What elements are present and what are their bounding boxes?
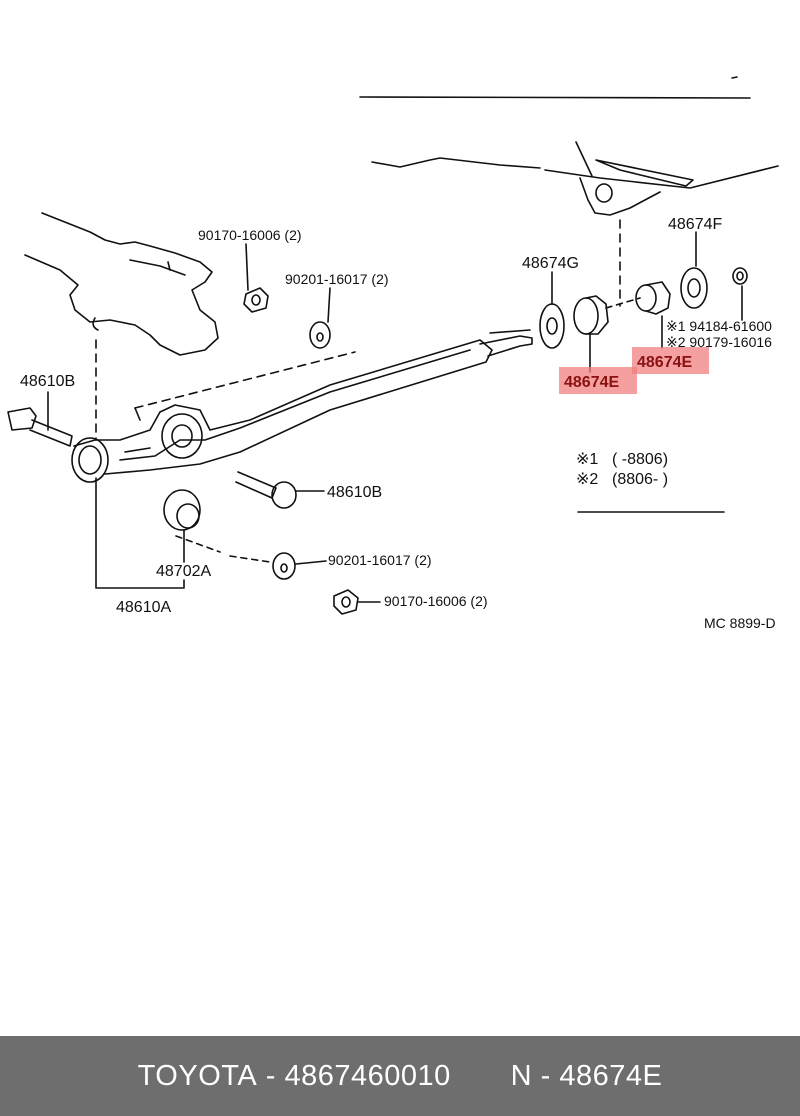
retainer-f [680,267,708,309]
legend2-mark: ※2 [576,471,598,488]
footer-brand: TOYOTA [137,1059,258,1092]
retainer-g [539,303,565,349]
footer-ref: 48674E [559,1059,663,1092]
label-nut-bottom: 90170-16006 (2) [384,593,488,609]
highlight-box-right [632,347,709,374]
legend2-range: (8806- ) [612,471,668,488]
label-note1-part: ※1 94184-61600 [666,318,772,334]
legend1-range: ( -8806) [612,451,668,468]
parts-diagram: 90170-16006 (2) 90201-16017 (2) 48610B 4… [7,76,779,631]
footer-bar: TOYOTA - 4867460010 N - 48674E [0,1036,800,1116]
cushion-e-right [635,281,671,315]
footer-part-number: 4867460010 [284,1059,451,1092]
footer-separator: - [257,1059,285,1092]
nut-small [732,267,748,285]
bolt-left [7,407,73,447]
cushion-e-left [573,295,609,335]
bolt-mid [235,471,297,509]
strut-centerline [605,219,641,309]
legend1-mark: ※1 [576,451,598,468]
frame-outline [24,212,219,441]
label-bolt-mid: 48610B [327,484,382,501]
label-retainer-f: 48674F [668,216,722,233]
label-bolt-left: 48610B [20,373,75,390]
body-panel-outline [359,76,779,216]
label-nut-top: 90170-16006 (2) [198,227,302,243]
nut-bottom [333,589,359,615]
footer-gap [451,1060,511,1093]
leader-lines [47,231,743,603]
washer-top [309,321,331,349]
footer-ref-prefix: N - [510,1059,560,1092]
label-washer-bottom: 90201-16017 (2) [328,552,432,568]
label-retainer-g: 48674G [522,255,579,272]
label-cushion-e-right: 48674E [637,354,692,371]
washer-bottom [229,552,296,580]
diagram-code: MC 8899-D [704,615,776,631]
control-arm [71,329,533,483]
label-note2-part: ※2 90179-16016 [666,334,772,350]
bushing-inner [163,489,221,553]
label-bushing-inner: 48702A [156,563,211,580]
label-cushion-e-left: 48674E [564,374,619,391]
highlight-box-left [559,367,637,394]
label-washer-top: 90201-16017 (2) [285,271,389,287]
label-arm: 48610A [116,599,171,616]
nut-top [243,287,269,313]
